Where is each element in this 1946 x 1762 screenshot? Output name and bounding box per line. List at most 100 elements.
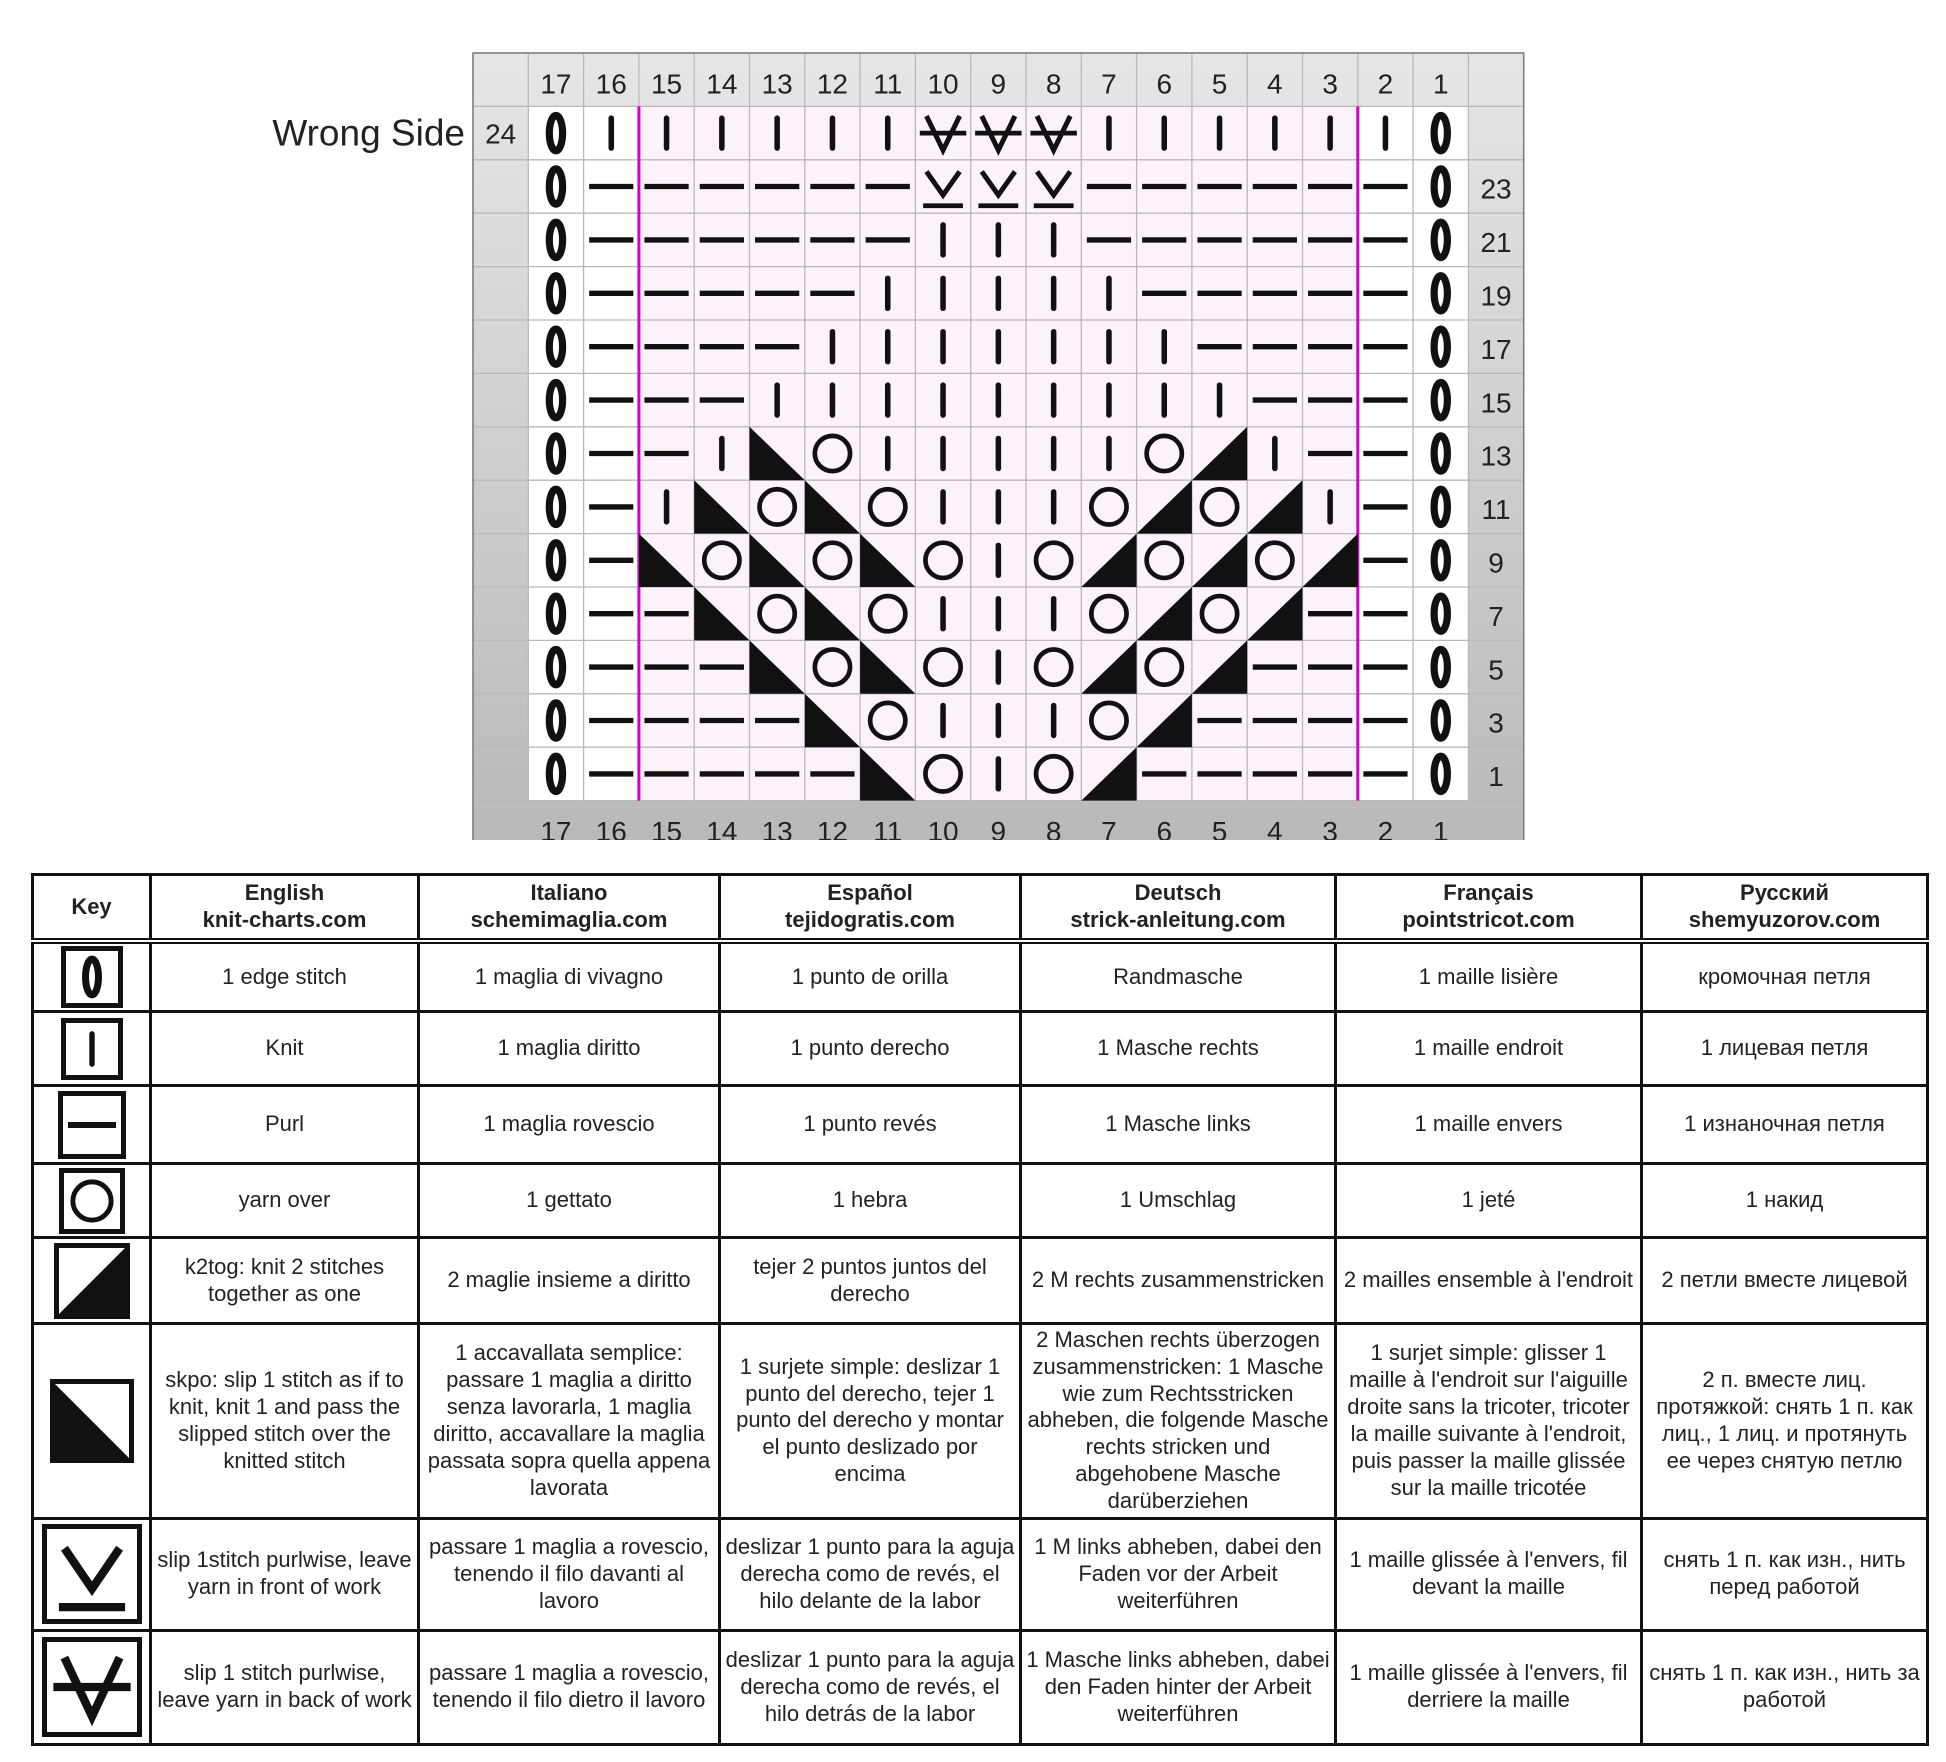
column-number-top: 9 xyxy=(991,68,1007,99)
edge-stitch-symbol xyxy=(545,325,567,368)
column-number-top: 12 xyxy=(817,68,848,99)
header-language-name: Русский xyxy=(1740,880,1829,906)
key-description-cell: 1 Umschlag xyxy=(1019,1162,1337,1239)
k2tog-symbol xyxy=(1136,480,1192,534)
row-number-left: 24 xyxy=(485,119,516,150)
k2tog-symbol xyxy=(1302,533,1358,587)
row-number-right: 11 xyxy=(1482,494,1511,525)
key-description-cell: 1 gettato xyxy=(417,1162,721,1239)
edge-stitch-symbol xyxy=(545,699,567,742)
column-number-top: 7 xyxy=(1101,68,1117,99)
key-description-cell: 1 surjete simple: deslizar 1 punto del d… xyxy=(718,1322,1022,1520)
column-number-bottom: 11 xyxy=(873,816,902,840)
header-language-name: Deutsch xyxy=(1134,880,1222,906)
skpo-symbol xyxy=(860,533,916,587)
key-description-cell: passare 1 maglia a rovescio, tenendo il … xyxy=(417,1628,721,1746)
column-number-bottom: 15 xyxy=(651,816,682,840)
key-description-cell: Randmasche xyxy=(1019,939,1337,1013)
yarn-over-symbol xyxy=(1199,486,1240,527)
yarn-over-symbol xyxy=(923,540,964,581)
column-number-top: 3 xyxy=(1322,68,1338,99)
slip-wyif-icon xyxy=(41,1524,142,1625)
yarn-over-symbol xyxy=(1254,540,1295,581)
key-description-cell: 2 п. вместе лиц. протяжкой: снять 1 п. к… xyxy=(1640,1322,1929,1520)
key-description-cell: 1 maille envers xyxy=(1334,1084,1643,1165)
column-number-bottom: 14 xyxy=(706,816,737,840)
key-description-cell: 2 mailles ensemble à l'endroit xyxy=(1334,1236,1643,1325)
header-language-name: Español xyxy=(827,880,913,906)
k2tog-symbol xyxy=(1247,480,1303,534)
skpo-symbol xyxy=(749,640,805,694)
column-number-top: 8 xyxy=(1046,68,1062,99)
column-number-bottom: 1 xyxy=(1433,816,1449,840)
header-website: schemimaglia.com xyxy=(470,907,668,932)
skpo-symbol xyxy=(860,640,916,694)
edge-stitch-symbol xyxy=(1430,539,1451,582)
yarn-over-symbol xyxy=(701,540,742,581)
yarn-over-symbol xyxy=(1144,647,1185,688)
column-number-top: 16 xyxy=(596,68,627,99)
column-number-bottom: 12 xyxy=(817,816,848,840)
edge-stitch-symbol xyxy=(1430,218,1451,262)
key-row: skpo: slip 1 stitch as if to knit, knit … xyxy=(31,1322,1929,1520)
yarn-over-symbol xyxy=(812,540,853,581)
key-description-cell: 1 maglia rovescio xyxy=(417,1084,721,1165)
skpo-symbol xyxy=(694,587,750,641)
purl-icon xyxy=(57,1090,126,1159)
edge-stitch-symbol xyxy=(545,752,567,796)
key-description-cell: 1 Masche links abheben, dabei den Faden … xyxy=(1019,1628,1337,1746)
key-description-cell: 1 edge stitch xyxy=(149,939,420,1013)
skpo-symbol xyxy=(749,533,805,587)
edge-stitch-symbol xyxy=(545,111,567,155)
yarn-over-symbol xyxy=(867,486,908,527)
column-number-top: 1 xyxy=(1433,68,1449,99)
key-description-cell: tejer 2 puntos juntos del derecho xyxy=(718,1236,1022,1325)
k2tog-symbol xyxy=(1247,587,1303,641)
edge-stitch-symbol xyxy=(1430,699,1451,742)
column-number-bottom: 2 xyxy=(1378,816,1394,840)
column-number-top: 15 xyxy=(651,68,682,99)
edge-stitch-symbol xyxy=(545,218,567,262)
column-number-bottom: 4 xyxy=(1267,816,1283,840)
row-number-right: 7 xyxy=(1488,601,1504,632)
edge-stitch-icon xyxy=(60,946,123,1008)
key-description-cell: yarn over xyxy=(149,1162,420,1239)
slip-wyib-symbol xyxy=(979,114,1018,156)
k2tog-symbol xyxy=(1081,533,1137,587)
key-symbol-cell xyxy=(31,1010,152,1087)
key-description-cell: 1 maille endroit xyxy=(1334,1010,1643,1087)
column-number-bottom: 3 xyxy=(1322,816,1338,840)
column-number-bottom: 10 xyxy=(927,816,958,840)
column-number-bottom: 13 xyxy=(762,816,793,840)
key-symbol-cell xyxy=(31,1162,152,1239)
skpo-symbol xyxy=(749,426,805,481)
key-description-cell: 1 изнаночная петля xyxy=(1640,1084,1929,1165)
yarn-over-symbol xyxy=(867,593,908,634)
yarn-over-symbol xyxy=(1033,540,1074,581)
key-description-cell: 1 accavallata semplice: passare 1 maglia… xyxy=(417,1322,721,1520)
header-language-name: Français xyxy=(1443,880,1534,906)
key-description-cell: skpo: slip 1 stitch as if to knit, knit … xyxy=(149,1322,420,1520)
key-row: slip 1stitch purlwise, leave yarn in fro… xyxy=(31,1516,1929,1632)
key-description-cell: deslizar 1 punto para la aguja derecha c… xyxy=(718,1516,1022,1632)
row-number-right: 19 xyxy=(1480,280,1511,311)
key-symbol-cell xyxy=(31,1516,152,1632)
header-website: shemyuzorov.com xyxy=(1688,907,1881,932)
edge-stitch-symbol xyxy=(545,272,567,315)
skpo-symbol xyxy=(52,1381,131,1460)
edge-stitch-symbol xyxy=(545,485,567,529)
skpo-symbol xyxy=(804,480,861,534)
key-description-cell: Knit xyxy=(149,1010,420,1087)
key-description-cell: кромочная петля xyxy=(1640,939,1929,1013)
slip-wyib-symbol xyxy=(60,1656,123,1727)
edge-stitch-symbol xyxy=(1430,325,1451,368)
key-description-cell: slip 1stitch purlwise, leave yarn in fro… xyxy=(149,1516,420,1632)
slip-wyib-icon xyxy=(41,1637,142,1738)
